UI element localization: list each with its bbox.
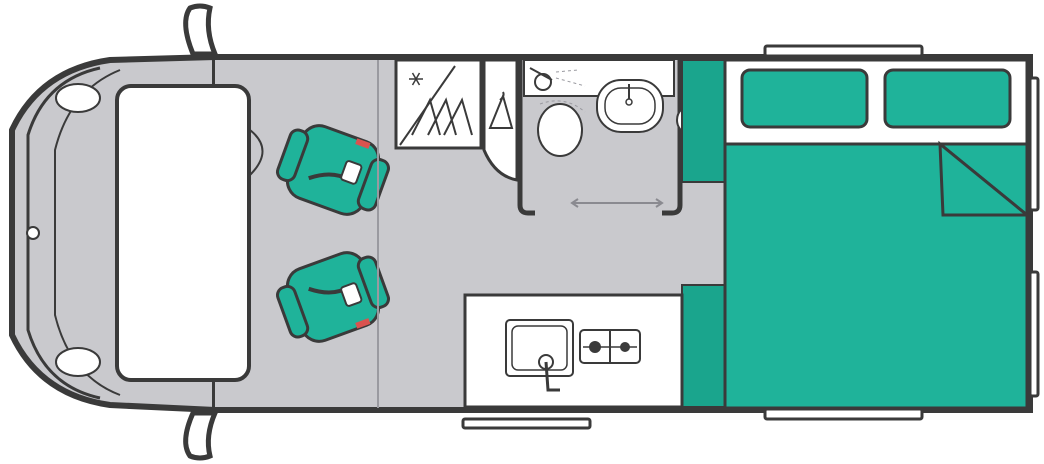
bed-side-board-top [681,59,726,183]
seatbelt-red [355,138,371,149]
rear-window-bottom [1028,270,1040,398]
snowflake-icon [409,72,423,86]
mirror-top [183,3,219,57]
washroom [517,59,683,216]
mirror-bottom [183,410,219,461]
headlight-top [55,83,101,113]
clothes-hanger-icon [411,97,473,136]
wardrobe [482,58,519,182]
rear-window-top [1028,76,1040,212]
pillow-left [740,68,869,129]
door-slide-arrow-icon [570,198,664,208]
kitchen-unit [463,293,684,409]
toilet [537,103,583,157]
bed-side-board-bottom [681,284,726,408]
pillow-right [883,68,1012,129]
shower-head-icon [534,73,552,91]
fuel-cap [26,226,40,240]
headlight-bottom [55,347,101,377]
seatbelt-buckle [340,160,363,185]
window-bottom [763,407,924,421]
side-step [461,417,592,430]
sink-icon [596,79,664,133]
hanger-icon [488,91,514,129]
seatbelt-buckle [340,282,363,307]
seatbelt-red [355,318,371,329]
tap-icon [538,354,560,392]
rear-bed [681,58,1032,410]
window-top [763,44,924,58]
dashboard [115,84,251,382]
van-outline [215,54,1033,413]
cab-seat-bottom [275,251,391,343]
steering-wheel-arc [249,129,264,176]
cab-seat-top [275,124,391,216]
fridge [394,58,483,150]
duvet-corner [938,140,1032,217]
